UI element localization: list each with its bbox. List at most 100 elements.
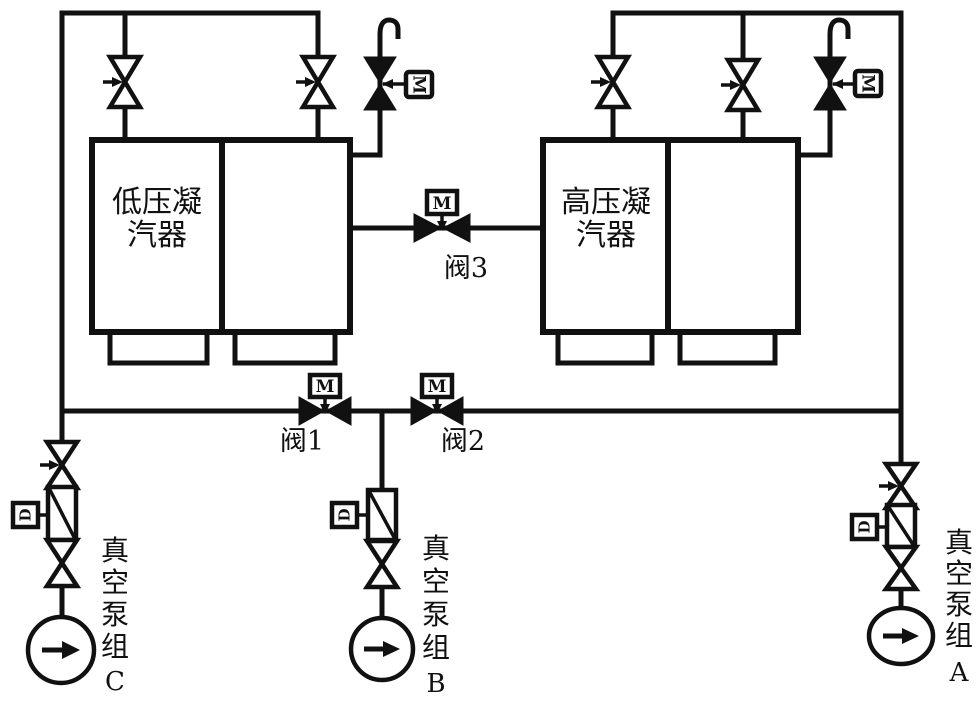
valve-filled-bowtie-icon [363,83,397,111]
pump-b-label-char: 空 [422,565,450,598]
pump-a-label-char: 空 [945,557,973,590]
hp-top-valve-left [591,54,632,110]
lp-condenser-label-line2: 汽器 [127,218,187,253]
flow-arrow-icon [730,80,741,90]
pump-arrow-icon [383,641,400,657]
flow-arrow-icon [600,77,611,87]
lp-condenser-hotwell-left [107,329,210,366]
valve-filled-bowtie-icon [813,83,847,111]
valve-bowtie-icon [299,77,337,110]
flow-arrow-icon [112,77,123,87]
valve-filled-bowtie-icon [813,56,847,84]
lp-top-valve-right [296,54,337,110]
motor-actuator-letter: M [316,377,335,397]
valve-3-label: 阀3 [444,253,488,284]
pump-c-label-char: 真 [101,534,129,567]
motor-actuator-letter: M [428,377,447,397]
detector-box [10,500,41,530]
hp-condenser-hotwell-left [555,329,655,366]
pump-arrow-icon [902,628,919,644]
valve-bowtie-icon [299,54,337,87]
hp-condenser: 高压凝 汽器 [540,137,801,366]
valve-bowtie-icon [106,77,144,110]
valve-bowtie-icon [594,77,632,110]
detector-box [329,500,360,530]
valve-bowtie-icon [594,54,632,87]
flow-arrow-icon [49,460,60,470]
valve-2: M 阀2 [410,372,485,457]
pump-arrow-icon [62,641,80,659]
hp-condenser-hotwell-right [677,329,778,366]
lp-top-valve-left [103,54,144,110]
valve-bowtie-icon [362,559,402,590]
pump-b-label-char: 真 [422,532,450,565]
pump-c-label-char: 泵 [101,598,129,631]
pump-b-label-char: 泵 [422,598,450,631]
pump-c-letter: C [105,667,125,697]
lp-condenser-label-line1: 低压凝 [112,185,202,220]
pump-c-label-char: 空 [101,566,129,599]
valve-filled-bowtie-icon [436,396,464,426]
actuator-arrow-icon [437,221,447,231]
pump-a-label-char: 真 [945,526,973,559]
motor-actuator-box [419,372,455,400]
detector-letter: D [856,520,874,533]
valve-3: M 阀3 [413,188,488,284]
valve-2-label: 阀2 [441,426,485,457]
valve-bowtie-icon [42,439,82,470]
lp-condenser-hotwell-right [232,329,338,366]
valve-bowtie-icon [881,564,921,592]
pump-train-c: D 真 空 泵 组 C [10,439,129,697]
motor-actuator-box [424,188,460,217]
valve-filled-bowtie-icon [441,213,471,243]
actuator-arrow-icon [832,79,843,89]
valve-bowtie-icon [106,54,144,87]
flow-arrow-icon [888,481,899,491]
actuator-arrow-icon [432,404,442,414]
actuator-arrow-icon [382,79,393,89]
pump-a-label-char: 泵 [945,588,973,621]
pipe-vent-right [798,17,851,158]
hp-condenser-label-line1: 高压凝 [561,185,651,220]
valve-filled-bowtie-icon [363,56,397,84]
detector-letter: D [336,508,354,521]
flow-arrow-icon [305,77,316,87]
vent-valve-left: M [363,56,435,111]
lp-condenser: 低压凝 汽器 [89,137,353,366]
valve-filled-bowtie-icon [324,396,352,426]
pump-train-a: D 真 空 泵 组 A [849,461,973,688]
motor-actuator-letter: M [409,75,429,94]
filter-diagonal [367,490,397,540]
pump-a-letter: A [949,658,970,688]
valve-filled-bowtie-icon [410,396,438,426]
hp-top-valve-right [721,57,762,113]
valve-bowtie-icon [362,538,402,569]
pipe-vent-left [350,17,401,158]
motor-actuator-box [307,372,343,400]
pump-a-label-char: 组 [945,619,973,652]
valve-filled-bowtie-icon [413,213,443,243]
valve-bowtie-icon [724,57,762,90]
pump-b-letter: B [426,669,445,699]
pump-b-label-char: 组 [422,631,450,664]
motor-actuator-letter: M [858,74,878,93]
motor-actuator-letter: M [433,194,452,214]
valve-filled-bowtie-icon [298,396,326,426]
motor-actuator-box [403,69,435,100]
filter-diagonal [886,505,916,547]
vent-valve-right: M [813,56,884,111]
valve-bowtie-icon [881,461,921,490]
detector-box [849,512,880,542]
valve-1: M 阀1 [280,372,352,457]
detector-letter: D [17,508,35,521]
actuator-arrow-icon [320,404,330,414]
valve-1-label: 阀1 [280,426,324,457]
valve-bowtie-icon [881,544,921,572]
hp-condenser-label-line2: 汽器 [576,218,636,253]
valve-bowtie-icon [42,537,82,568]
motor-actuator-box [852,68,884,99]
valve-bowtie-icon [724,80,762,113]
filter-diagonal [47,487,77,540]
